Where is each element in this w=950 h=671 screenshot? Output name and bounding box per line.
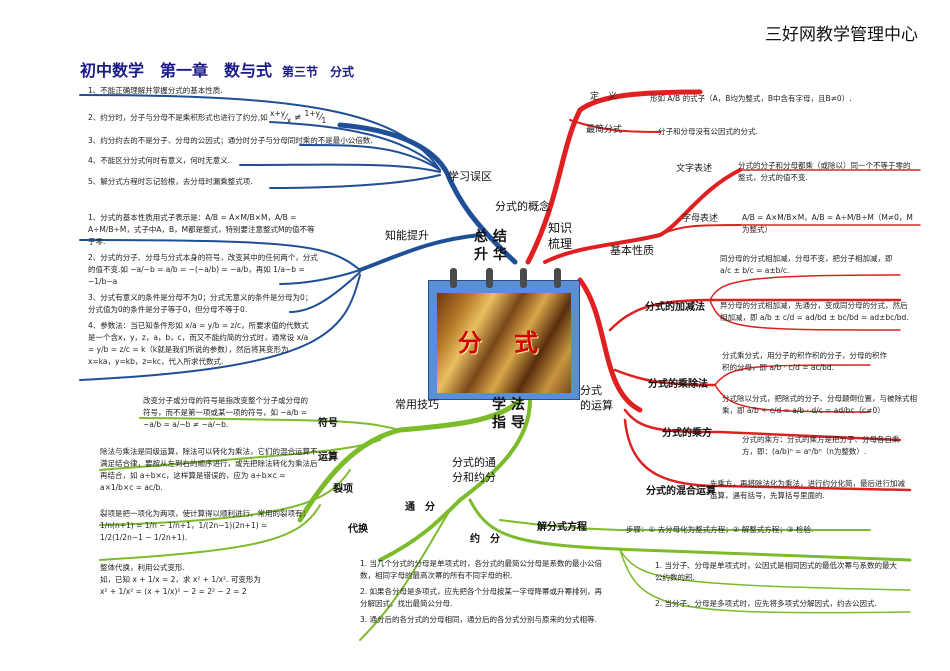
label-operation: 运算 <box>318 452 338 463</box>
label-mul-div: 分式的乘除法 <box>648 379 708 390</box>
note-div: 分式除以分式，把除式的分子、分母颠倒位置，与被除式相乘，即 a/b ÷ c/d … <box>722 394 917 415</box>
label-letter-expr: 字母表述 <box>682 214 719 224</box>
note-substitute: 整体代换，利用公式变形. 如，已知 x + 1/x = 2，求 x² + 1/x… <box>100 563 261 596</box>
hub-review: 知识 梳理 <box>548 221 573 251</box>
label-skills: 常用技巧 <box>395 398 439 411</box>
note-tongfen-2: 2. 如果各分母是多项式，应先把各个分母按某一字母降幂或升幂排列，再分解因式，找… <box>360 587 603 608</box>
branch-blue-main <box>337 122 518 265</box>
ring-icon <box>486 268 493 288</box>
title-section: 第三节 分式 <box>282 65 355 79</box>
page-title: 初中数学 第一章 数与式第三节 分式 <box>80 57 354 81</box>
label-basic-property: 基本性质 <box>610 244 654 257</box>
label-simplest: 最简分式 <box>586 125 623 135</box>
note-mul: 分式乘分式，用分子的积作积的分子，分母的积作积的分母，即 a/b · c/d =… <box>722 351 887 372</box>
center-topic: 分 式 <box>428 268 580 400</box>
label-error-zone: 学习误区 <box>448 170 492 183</box>
brand-name: 三好网教学管理中心 <box>765 25 918 45</box>
center-panel: 分 式 <box>437 293 571 393</box>
ring-icon <box>450 268 457 288</box>
note-improve-4: 4、参数法：当已知条件形如 x/a = y/b = z/c，所要求值的代数式是一… <box>88 321 309 366</box>
note-simplest: 分子和分母没有公因式的分式. <box>658 127 758 136</box>
center-title: 分 式 <box>457 329 551 357</box>
label-substitute: 代换 <box>348 524 368 535</box>
label-operations: 分式 的运算 <box>580 384 613 412</box>
label-split: 裂项 <box>333 484 353 495</box>
note-yuefen-2: 2. 当分子、分母是多项式时，应先将多项式分解因式，约去公因式. <box>655 599 877 608</box>
branch-green-reduce <box>378 398 532 562</box>
note-improve-2: 2、分式的分子、分母与分式本身的符号，改变其中的任何两个，分式的值不变.如 −a… <box>88 253 318 286</box>
note-add-same: 同分母的分式相加减，分母不变，把分子相加减，即 a/c ± b/c = a±b/… <box>720 254 893 275</box>
note-symbol: 改变分子或分母的符号是指改变整个分子或分母的符号，而不是第一项或某一项的符号，如… <box>143 396 308 429</box>
hub-method: 学 法 指 导 <box>492 397 525 431</box>
note-definition: 形如 A/B 的式子（A，B均为整式，B中含有字母，且B≠0）. <box>650 94 852 103</box>
note-power: 分式的乘方：分式的乘方是把分子、分母各自乘方，即：(a/b)ⁿ = aⁿ/bⁿ（… <box>742 435 900 456</box>
note-split: 裂项是把一项化为两项，使计算得以顺利进行，常用的裂项有：1/n(n+1) = 1… <box>100 509 310 542</box>
label-definition: 定 义 <box>590 92 618 102</box>
note-error-5: 5、解分式方程时忘记验根，去分母时漏乘整式项. <box>88 177 253 186</box>
note-tongfen-3: 3. 通分后的各分式的分母相同，通分后的各分式分别与原来的分式相等. <box>360 615 597 624</box>
label-mixed: 分式的混合运算 <box>646 486 716 497</box>
ring-icon <box>554 268 561 288</box>
note-yuefen-1: 1. 当分子、分母是单项式时，公因式是相同因式的最低次幂与系数的最大公约数的积. <box>655 561 898 582</box>
label-text-expr: 文字表述 <box>676 164 713 174</box>
branch-red-operations <box>577 277 643 413</box>
label-power: 分式的乘方 <box>662 428 712 439</box>
note-improve-3: 3、分式有意义的条件是分母不为0；分式无意义的条件是分母为0；分式值为0的条件是… <box>88 293 313 314</box>
label-tongfen: 通 分 <box>405 502 435 513</box>
note-equation: 步骤：① 去分母化为整式方程；② 解整式方程；③ 检验. <box>626 525 814 534</box>
note-operation: 除法与乘法是同级运算，除法可以转化为乘法，它们的混合运算不满足结合律，要按从左到… <box>100 447 318 492</box>
title-main: 初中数学 第一章 数与式 <box>80 61 273 80</box>
label-yuefen: 约 分 <box>470 534 500 545</box>
note-error-2: 2、约分时，分子与分母不是乘积形式也进行了约分,如 x+y⁄x ≠ 1+y⁄1 <box>88 108 326 127</box>
label-symbol: 符号 <box>318 418 338 429</box>
label-concept: 分式的概念 <box>495 200 550 213</box>
hub-summary: 总 结 升 华 <box>474 229 507 263</box>
note-letter-expr: A/B = A×M/B×M，A/B = A÷M/B÷M（M≠0，M为整式） <box>742 213 913 234</box>
note-add-diff: 异分母的分式相加减，先通分，变成同分母的分式，然后相加减，即 a/b ± c/d… <box>720 301 909 322</box>
note-error-4: 4、不能区分分式何时有意义，何时无意义. <box>88 156 231 165</box>
note-text-expr: 分式的分子和分母都乘（或除以）同一个不等于零的整式，分式的值不变. <box>738 161 911 182</box>
label-reduce-common: 分式的通 分和约分 <box>452 456 496 484</box>
note-error-2-text: 2、约分时，分子与分母不是乘积形式也进行了约分,如 <box>88 113 268 122</box>
note-tongfen-1: 1. 当几个分式的分母是单项式时，各分式的最简公分母是系数的最小公倍数，相同字母… <box>360 559 603 580</box>
label-add-sub: 分式的加减法 <box>645 302 705 313</box>
note-error-1: 1、不能正确理解并掌握分式的基本性质. <box>88 86 223 95</box>
label-equation: 解分式方程 <box>537 522 587 533</box>
center-frame: 分 式 <box>428 280 580 400</box>
note-improve-1: 1、分式的基本性质用式子表示是：A/B = A×M/B×M，A/B = A÷M/… <box>88 213 315 246</box>
ring-icon <box>520 268 527 288</box>
note-mixed: 先乘方，再将除法化为乘法，进行约分化简，最后进行加减运算，遇有括号，先算括号里面… <box>710 479 905 500</box>
label-improve: 知能提升 <box>385 229 429 242</box>
branch-red-concept <box>525 89 703 265</box>
note-error-3: 3、约分约去的不是分子、分母的公因式；通分时分子与分母同时乘的不是最小公倍数. <box>88 136 373 145</box>
branch-blue-improve <box>358 233 482 272</box>
formula-error-2: x+y⁄x ≠ 1+y⁄1 <box>270 109 327 125</box>
